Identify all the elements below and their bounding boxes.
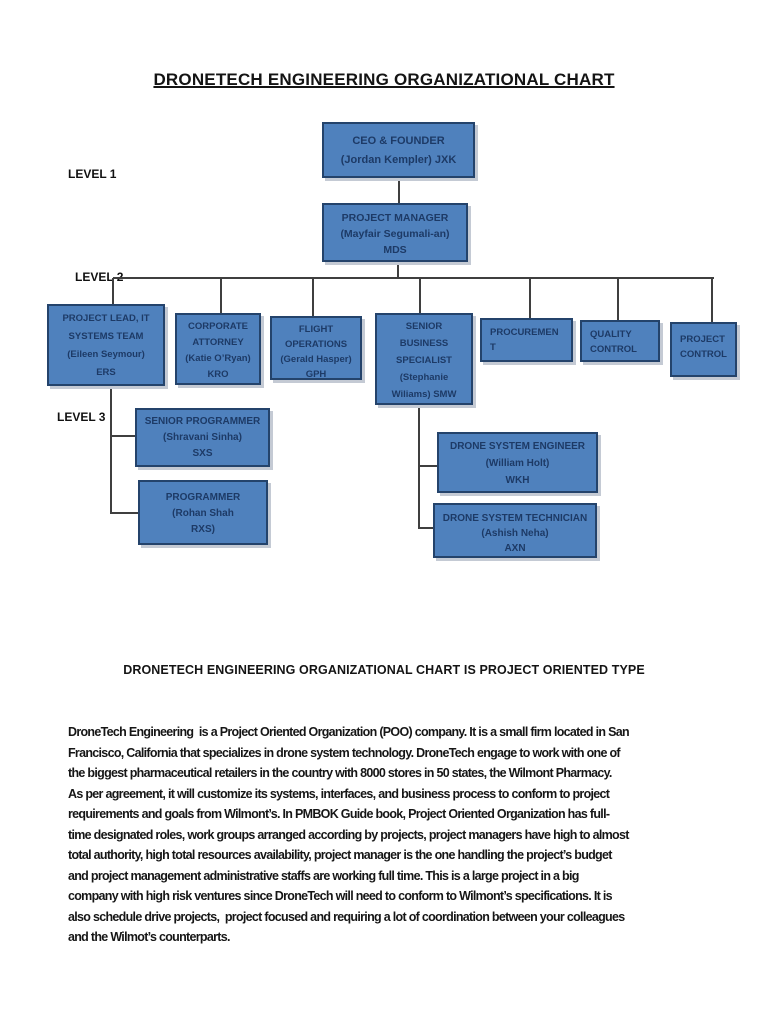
level-1-label: LEVEL 1 xyxy=(68,167,117,181)
org-node-ceo: CEO & FOUNDER (Jordan Kempler) JXK xyxy=(322,122,475,178)
paragraph-line: company with high risk ventures since Dr… xyxy=(68,889,613,903)
org-node-text: SPECIALIST xyxy=(396,355,452,366)
org-node-text: PROJECT xyxy=(680,334,725,345)
org-node-text: CEO & FOUNDER xyxy=(352,135,445,147)
paragraph-line: and project management administrative st… xyxy=(68,868,579,883)
org-node-text: CONTROL xyxy=(590,344,637,355)
paragraph-line: and the Wilmot’s counterparts. xyxy=(68,930,230,944)
paragraph-line: DroneTech Engineering is a Project Orien… xyxy=(68,725,630,739)
connector-drop-project-control xyxy=(711,278,713,322)
org-node-text: (Rohan Shah xyxy=(172,508,234,519)
org-node-text: PROCUREMEN xyxy=(490,327,559,338)
connector-drop-project-lead xyxy=(112,278,114,304)
org-node-text: (William Holt) xyxy=(485,458,550,469)
paragraph-line: Francisco, California that specializes i… xyxy=(68,745,621,760)
connector-drop-quality xyxy=(617,278,619,320)
org-node-text: T xyxy=(490,342,496,353)
org-node-text: (Mayfair Segumali-an) xyxy=(340,228,450,240)
org-node-text: AXN xyxy=(504,543,526,554)
org-node-text: CONTROL xyxy=(680,349,727,360)
org-node-text: CORPORATE xyxy=(188,321,248,332)
org-node-corporate-attorney: CORPORATE ATTORNEY (Katie O’Ryan) KRO xyxy=(175,313,261,385)
connector-drop-attorney xyxy=(220,278,222,313)
org-node-project-control: PROJECT CONTROL xyxy=(670,322,737,377)
body-paragraph: DroneTech Engineering is a Project Orien… xyxy=(68,722,728,948)
connector-ceo-pm xyxy=(398,178,400,203)
org-node-text: QUALITY xyxy=(590,329,632,340)
org-node-project-manager: PROJECT MANAGER (Mayfair Segumali-an) MD… xyxy=(322,203,468,262)
org-node-drone-system-technician: DRONE SYSTEM TECHNICIAN (Ashish Neha) AX… xyxy=(433,503,597,558)
org-node-text: SENIOR xyxy=(405,321,443,332)
org-node-text: (Katie O’Ryan) xyxy=(185,353,251,364)
org-node-flight-operations: FLIGHT OPERATIONS (Gerald Hasper) GPH xyxy=(270,316,362,380)
org-node-text: (Jordan Kempler) JXK xyxy=(340,154,457,166)
connector-drop-procurement xyxy=(529,278,531,318)
paragraph-line: As per agreement, it will customize its … xyxy=(68,786,610,801)
org-node-text: DRONE SYSTEM ENGINEER xyxy=(449,441,586,452)
connector-elbow-drone-technician xyxy=(418,527,433,529)
org-node-senior-business-specialist: SENIOR BUSINESS SPECIALIST (Stephanie Wi… xyxy=(375,313,473,405)
org-node-text: OPERATIONS xyxy=(284,339,348,350)
level-2-label: LEVEL 2 xyxy=(75,270,124,284)
connector-elbow-programmer xyxy=(110,512,138,514)
paragraph-line: requirements and goals from Wilmont’s. I… xyxy=(68,807,610,821)
org-node-text: DRONE SYSTEM TECHNICIAN xyxy=(442,513,588,524)
org-node-text: WKH xyxy=(505,475,530,486)
paragraph-line: also schedule drive projects, project fo… xyxy=(68,909,625,924)
org-node-text: FLIGHT xyxy=(298,324,334,335)
page-title: DRONETECH ENGINEERING ORGANIZATIONAL CHA… xyxy=(153,70,615,89)
connector-level2-bus xyxy=(113,277,714,279)
org-node-text: ERS xyxy=(96,367,116,378)
org-node-text: RXS) xyxy=(191,524,215,535)
org-node-text: ATTORNEY xyxy=(192,337,244,348)
paragraph-line: total authority, high total resources av… xyxy=(68,848,612,862)
org-node-text: Wiliams) SMW xyxy=(391,389,457,400)
org-node-text: (Stephanie xyxy=(399,372,449,383)
connector-pm-bus xyxy=(397,262,399,278)
org-node-project-lead-it: PROJECT LEAD, IT SYSTEMS TEAM (Eileen Se… xyxy=(47,304,165,386)
org-node-text: SENIOR PROGRAMMER xyxy=(144,416,261,427)
org-node-text: (Eileen Seymour) xyxy=(67,349,145,360)
org-node-text: SYSTEMS TEAM xyxy=(68,331,144,342)
org-node-drone-system-engineer: DRONE SYSTEM ENGINEER (William Holt) WKH xyxy=(437,432,598,493)
org-node-text: BUSINESS xyxy=(399,338,449,349)
org-node-text: (Shravani Sinha) xyxy=(163,432,242,443)
level-3-label: LEVEL 3 xyxy=(57,410,106,424)
paragraph-line: the biggest pharmaceutical retailers in … xyxy=(68,766,612,780)
org-node-procurement: PROCUREMEN T xyxy=(480,318,573,362)
connector-left-branch xyxy=(110,386,112,514)
org-node-text: PROGRAMMER xyxy=(165,492,241,503)
org-node-programmer: PROGRAMMER (Rohan Shah RXS) xyxy=(138,480,268,545)
org-node-text: KRO xyxy=(207,369,229,380)
paragraph-line: time designated roles, work groups arran… xyxy=(68,827,629,842)
org-node-text: SXS xyxy=(192,448,213,459)
org-node-text: (Gerald Hasper) xyxy=(280,354,352,365)
org-node-text: PROJECT LEAD, IT xyxy=(62,313,150,324)
org-node-quality-control: QUALITY CONTROL xyxy=(580,320,660,362)
org-node-text: PROJECT MANAGER xyxy=(341,212,449,224)
org-node-text: (Ashish Neha) xyxy=(481,528,549,539)
connector-elbow-senior-programmer xyxy=(110,435,135,437)
org-node-text: MDS xyxy=(383,244,407,256)
org-node-text: GPH xyxy=(305,369,327,380)
connector-elbow-drone-engineer xyxy=(418,465,437,467)
connector-right-branch xyxy=(418,405,420,529)
subtitle: DRONETECH ENGINEERING ORGANIZATIONAL CHA… xyxy=(123,663,645,677)
connector-drop-flight xyxy=(312,278,314,316)
connector-drop-sbs xyxy=(419,278,421,313)
org-node-senior-programmer: SENIOR PROGRAMMER (Shravani Sinha) SXS xyxy=(135,408,270,467)
